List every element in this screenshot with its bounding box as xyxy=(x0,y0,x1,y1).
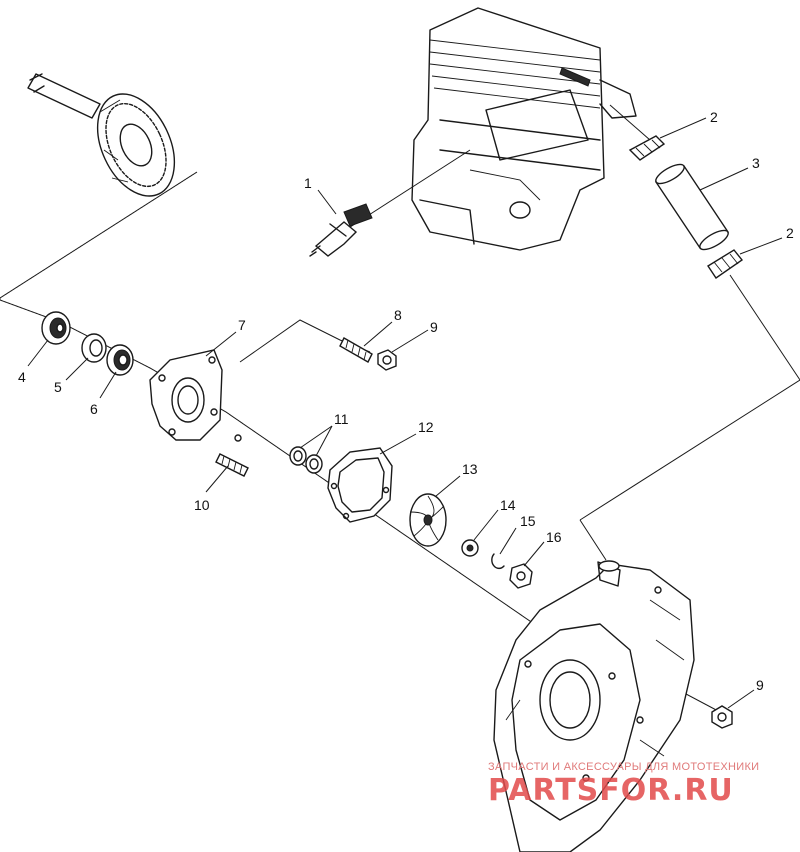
nut-part-9-upper xyxy=(377,349,397,371)
nut-part-9-lower xyxy=(711,705,733,729)
washer-part-14 xyxy=(461,539,479,557)
nut-part-16 xyxy=(509,563,533,589)
callout-12: 12 xyxy=(418,419,434,435)
callout-10: 10 xyxy=(194,497,210,513)
callout-6: 6 xyxy=(90,401,98,417)
engine-cylinder xyxy=(411,7,637,251)
bearing-part-4 xyxy=(41,311,71,345)
seal-part-6 xyxy=(106,344,134,376)
callout-11: 11 xyxy=(334,411,349,427)
snap-ring-part-15 xyxy=(491,553,505,570)
callout-3: 3 xyxy=(752,155,760,171)
impeller-part-13 xyxy=(409,493,447,547)
callout-2-upper: 2 xyxy=(710,109,718,125)
callout-labels: 1 2 3 2 4 5 6 7 8 9 10 11 12 13 14 15 16… xyxy=(18,109,794,693)
callout-13: 13 xyxy=(462,461,478,477)
callout-9-upper: 9 xyxy=(430,319,438,335)
stud-part-8 xyxy=(339,337,373,363)
temperature-sensor-part-1 xyxy=(309,203,373,257)
callout-5: 5 xyxy=(54,379,62,395)
hose-clamp-part-2-upper xyxy=(628,135,666,161)
callout-2-lower: 2 xyxy=(786,225,794,241)
gasket-part-12 xyxy=(327,447,393,523)
watermark-logo: PARTSFOR.RU xyxy=(488,773,734,808)
crankshaft-gear xyxy=(27,73,176,197)
watermark: ЗАПЧАСТИ И АКСЕССУАРЫ ДЛЯ МОТОТЕХНИКИ PA… xyxy=(488,761,759,808)
o-rings-part-11 xyxy=(289,446,323,474)
leader-lines xyxy=(27,117,783,709)
callout-16: 16 xyxy=(546,529,562,545)
crankcase-cover xyxy=(493,560,695,852)
pump-housing-part-7 xyxy=(149,349,242,442)
callout-8: 8 xyxy=(394,307,402,323)
callout-1: 1 xyxy=(304,175,312,191)
callout-14: 14 xyxy=(500,497,516,513)
callout-15: 15 xyxy=(520,513,536,529)
bearing-part-5 xyxy=(81,333,107,363)
hose-clamp-part-2-lower xyxy=(707,249,744,279)
callout-9-lower: 9 xyxy=(756,677,764,693)
stud-part-10 xyxy=(215,453,249,477)
callout-7: 7 xyxy=(238,317,246,333)
coolant-hose-part-3 xyxy=(655,163,729,251)
watermark-tagline: ЗАПЧАСТИ И АКСЕССУАРЫ ДЛЯ МОТОТЕХНИКИ xyxy=(488,761,759,773)
callout-4: 4 xyxy=(18,369,26,385)
